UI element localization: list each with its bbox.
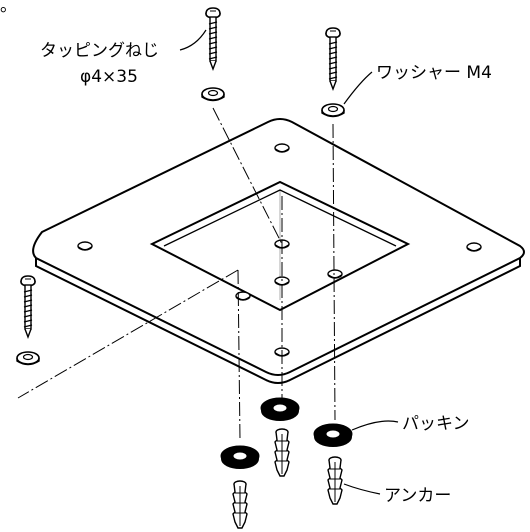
anchor bbox=[327, 456, 343, 505]
alignment-lines bbox=[17, 107, 336, 441]
packing bbox=[220, 445, 260, 470]
tapping-screw bbox=[325, 27, 341, 90]
corner-mark: 。 bbox=[0, 0, 17, 16]
packing bbox=[260, 397, 300, 422]
washer bbox=[16, 351, 40, 366]
floor-hole bbox=[327, 269, 343, 279]
washer-label: ワッシャー M4 bbox=[376, 63, 492, 83]
tapping-screw bbox=[205, 7, 221, 70]
washer bbox=[201, 87, 225, 102]
leader-lines bbox=[179, 29, 399, 495]
tapping-screw bbox=[20, 275, 36, 338]
anchor bbox=[232, 480, 248, 529]
tapping-screw-label: タッピングねじ bbox=[40, 41, 159, 61]
base-plate bbox=[32, 118, 525, 384]
anchor bbox=[274, 428, 290, 477]
packing bbox=[313, 423, 353, 448]
plate-hole bbox=[274, 143, 290, 153]
tapping-screw-spec: φ4×35 bbox=[80, 67, 138, 87]
packing-label: パッキン bbox=[402, 414, 470, 434]
washer bbox=[321, 103, 345, 118]
anchor-label: アンカー bbox=[384, 486, 451, 506]
plate-hole bbox=[466, 242, 482, 252]
plate-hole bbox=[77, 241, 93, 251]
